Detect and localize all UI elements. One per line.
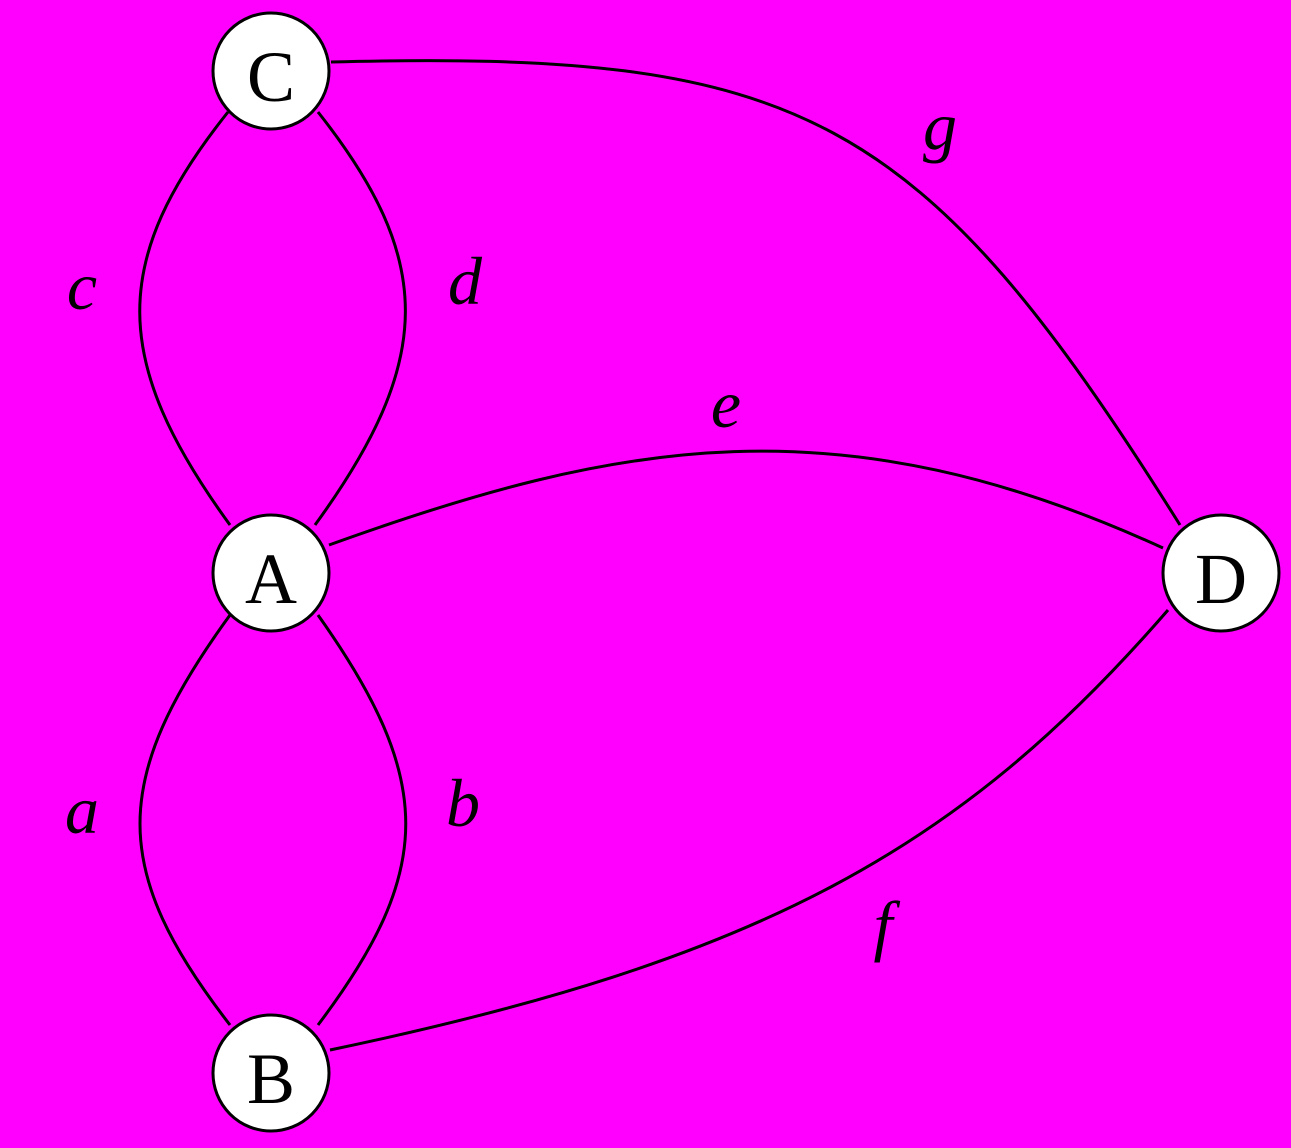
node-c-label: C (247, 37, 295, 117)
node-a-circle (211, 513, 331, 633)
edge-a (138, 614, 232, 1026)
edge-label-g: g (923, 88, 957, 164)
edge-c (138, 111, 232, 526)
node-c-circle (211, 11, 331, 131)
node-b-label: B (247, 1039, 295, 1119)
edge-label-d: d (448, 243, 483, 319)
edge-label-b: b (446, 765, 480, 841)
node-c: C (211, 11, 331, 131)
edge-e (328, 449, 1164, 550)
edge-label-e: e (711, 366, 741, 442)
node-b: B (211, 1013, 331, 1133)
node-d-label: D (1195, 539, 1247, 619)
node-d-circle (1161, 513, 1281, 633)
node-a: A (211, 513, 331, 633)
edge-g (330, 59, 1182, 526)
edge-label-c: c (67, 248, 97, 324)
node-b-circle (211, 1013, 331, 1133)
node-a-label: A (245, 539, 297, 619)
edge-b (316, 614, 408, 1026)
edge-label-a: a (65, 772, 99, 848)
edge-d (313, 111, 407, 526)
edge-label-f: f (874, 887, 901, 963)
edge-f (329, 609, 1170, 1052)
node-d: D (1161, 513, 1281, 633)
